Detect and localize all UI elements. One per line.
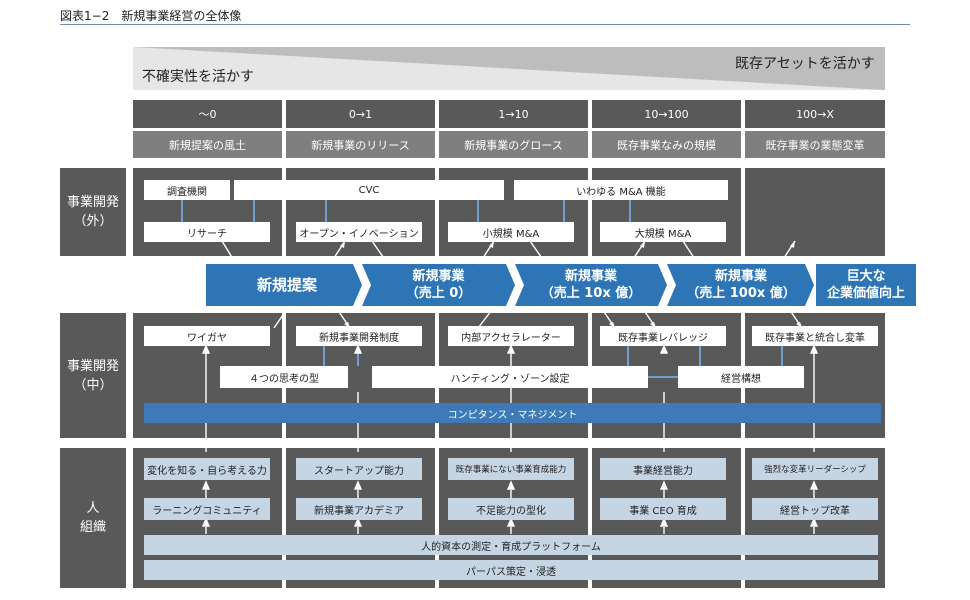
- internal-box-leverage: 既存事業レバレッジ: [600, 326, 726, 346]
- row-label-internal: 事業開発 （中）: [60, 313, 126, 438]
- row-label-external-line1: 事業開発: [66, 195, 119, 210]
- phase-name-2: 新規事業のグロース: [439, 131, 588, 158]
- chevron-2: 新規事業 （売上 10x 億）: [527, 266, 655, 304]
- chevron-shape-3: [667, 264, 814, 306]
- internal-box-waigaya: ワイガヤ: [144, 326, 270, 346]
- chevron-0-line1: 新規提案: [256, 275, 317, 294]
- chevron-4: 巨大な 企業価値向上: [816, 266, 916, 304]
- row-label-people-line1: 人: [86, 501, 100, 516]
- chevron-2-line1: 新規事業: [564, 269, 617, 284]
- external-box-research-institute: 調査機関: [144, 180, 230, 200]
- external-box-research: リサーチ: [144, 222, 270, 242]
- banner-right-text: 既存アセットを活かす: [735, 56, 875, 72]
- people-box-bottom-1: 新規事業アカデミア: [296, 498, 422, 520]
- title-rule: [60, 24, 910, 25]
- row-label-internal-line1: 事業開発: [66, 358, 119, 374]
- external-box-open-innovation: オープン・イノベーション: [296, 222, 422, 242]
- external-panel-4: [745, 168, 885, 256]
- chevron-1-line1: 新規事業: [412, 269, 465, 284]
- phase-range-3: 10→100: [592, 100, 741, 128]
- purpose-bar: パーパス策定・浸透: [144, 560, 878, 580]
- external-box-ma-function: いわゆる M&A 機能: [514, 180, 728, 200]
- chevron-4-line2: 企業価値向上: [826, 286, 905, 301]
- external-box-cvc: CVC: [234, 180, 504, 200]
- internal-box-integration: 既存事業と統合し変革: [752, 326, 878, 346]
- chevron-shape-4: [816, 264, 916, 306]
- chevron-shape-0: [206, 264, 362, 306]
- chevron-shape-1: [362, 264, 515, 306]
- phase-range-2: 1→10: [439, 100, 588, 128]
- external-box-large-ma: 大規模 M&A: [600, 222, 726, 242]
- phase-range-4: 100→X: [745, 100, 885, 128]
- people-box-top-1: スタートアップ能力: [296, 458, 422, 480]
- row-label-people-line2: 組織: [79, 520, 106, 535]
- chevron-1-line2: （売上 0）: [405, 286, 472, 301]
- people-box-top-2: 既存事業にない事業育成能力: [448, 458, 574, 480]
- people-box-bottom-4: 経営トップ改革: [752, 498, 878, 520]
- row-label-people: 人 組織: [60, 448, 126, 588]
- competence-management-bar: コンピタンス・マネジメント: [144, 403, 881, 423]
- figure-title: 図表1−2 新規事業経営の全体像: [60, 9, 242, 23]
- phase-name-1: 新規事業のリリース: [286, 131, 435, 158]
- chevron-2-line2: （売上 10x 億）: [540, 286, 642, 301]
- people-box-bottom-3: 事業 CEO 育成: [600, 498, 726, 520]
- phase-range-0: 〜0: [133, 100, 282, 128]
- external-box-small-ma: 小規模 M&A: [448, 222, 574, 242]
- chevron-4-line1: 巨大な: [846, 269, 886, 284]
- row-label-external: 事業開発 （外）: [60, 168, 126, 256]
- row-label-internal-line2: （中）: [73, 377, 113, 393]
- chevron-3: 新規事業 （売上 100x 億）: [677, 266, 805, 304]
- chevron-shape-2: [515, 264, 667, 306]
- human-capital-platform-bar: 人的資本の測定・育成プラットフォーム: [144, 535, 878, 555]
- internal-box-thinking-patterns: ４つの思考の型: [220, 366, 348, 388]
- internal-box-accelerator: 内部アクセラレーター: [448, 326, 574, 346]
- people-box-top-0: 変化を知る・自ら考える力: [144, 458, 270, 480]
- phase-name-4: 既存事業の業態変革: [745, 131, 885, 158]
- people-box-bottom-0: ラーニングコミュニティ: [144, 498, 270, 520]
- phase-name-0: 新規提案の風土: [133, 131, 282, 158]
- chevron-1: 新規事業 （売上 0）: [376, 266, 501, 304]
- internal-box-hunting-zone: ハンティング・ゾーン設定: [372, 366, 648, 388]
- phase-range-1: 0→1: [286, 100, 435, 128]
- chevron-0: 新規提案: [222, 264, 352, 306]
- internal-box-new-business-system: 新規事業開発制度: [296, 326, 422, 346]
- people-box-top-3: 事業経営能力: [600, 458, 726, 480]
- people-box-top-4: 強烈な変革リーダーシップ: [752, 458, 878, 480]
- phase-name-3: 既存事業なみの規模: [592, 131, 741, 158]
- people-box-bottom-2: 不足能力の型化: [448, 498, 574, 520]
- chevron-3-line2: （売上 100x 億）: [686, 286, 796, 301]
- chevron-3-line1: 新規事業: [714, 269, 767, 284]
- banner-left-text: 不確実性を活かす: [142, 69, 254, 85]
- internal-box-management-vision: 経営構想: [678, 366, 804, 388]
- row-label-external-line2: （外）: [73, 214, 113, 229]
